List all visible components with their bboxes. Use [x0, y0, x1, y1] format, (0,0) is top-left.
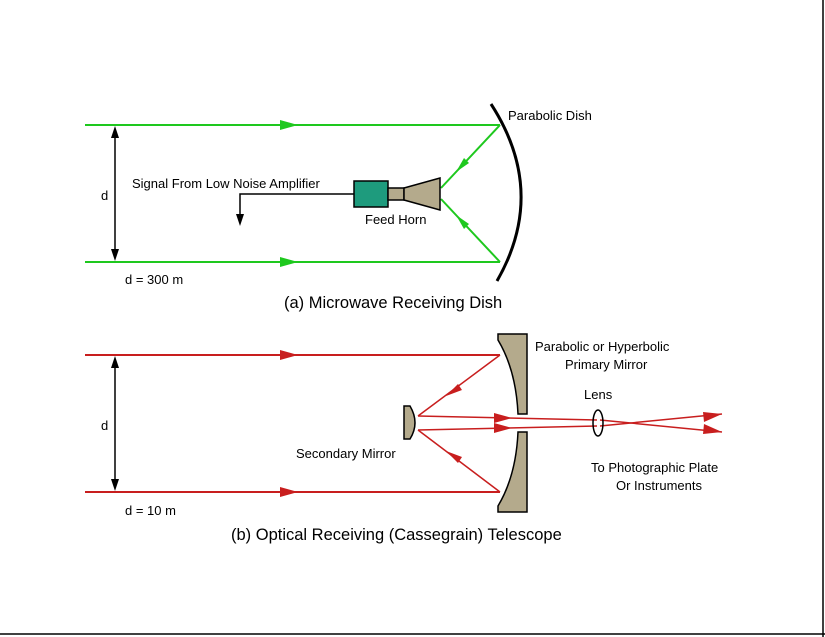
- cassegrain-telescope-diagram: Parabolic or Hyperbolic Primary Mirror L…: [85, 333, 723, 544]
- dimension-arrow-down-b: [111, 479, 119, 491]
- microwave-reflect-arrow-top: [456, 158, 469, 172]
- primary-mirror-upper: [497, 333, 528, 415]
- feed-horn-neck: [387, 187, 405, 201]
- signal-label: Signal From Low Noise Amplifier: [132, 176, 321, 191]
- parabolic-dish-label: Parabolic Dish: [508, 108, 592, 123]
- secondary-mirror: [403, 405, 416, 440]
- dimension-arrow-down-a: [111, 249, 119, 261]
- optical-beam-arrow-upper: [494, 413, 512, 423]
- signal-arrow: [236, 214, 244, 226]
- dimension-label-a: d: [101, 188, 108, 203]
- microwave-reflect-bottom: [440, 198, 501, 263]
- optical-out-2: [599, 413, 723, 427]
- dimension-label-b: d: [101, 418, 108, 433]
- microwave-dish-diagram: Parabolic Dish Signal From Low Noise Amp…: [85, 103, 592, 312]
- signal-cable: [239, 193, 356, 217]
- optical-ray-arrow-top: [280, 350, 298, 360]
- feed-horn: [403, 177, 441, 211]
- parabolic-dish: [489, 103, 523, 282]
- lens-label: Lens: [584, 387, 613, 402]
- dish-size-label: d = 300 m: [125, 272, 183, 287]
- low-noise-amplifier-box: [353, 180, 389, 208]
- dimension-arrow-up-b: [111, 356, 119, 368]
- output-label-line2: Or Instruments: [616, 478, 702, 493]
- microwave-reflect-arrow-bottom: [456, 215, 469, 229]
- microwave-reflect-top: [440, 124, 501, 189]
- caption-b: (b) Optical Receiving (Cassegrain) Teles…: [231, 526, 562, 544]
- telescope-size-label: d = 10 m: [125, 503, 176, 518]
- dimension-arrow-up-a: [111, 126, 119, 138]
- optical-reflect-arrow-top: [446, 384, 462, 396]
- optical-out-arrow-1: [703, 424, 722, 434]
- microwave-ray-arrow-bottom: [280, 257, 298, 267]
- optical-beam-arrow-lower: [494, 423, 512, 433]
- output-label-line1: To Photographic Plate: [591, 460, 718, 475]
- caption-a: (a) Microwave Receiving Dish: [284, 294, 502, 312]
- optical-out-arrow-2: [703, 412, 722, 422]
- secondary-mirror-label: Secondary Mirror: [296, 446, 396, 461]
- primary-mirror-label-line2: Primary Mirror: [565, 357, 648, 372]
- primary-mirror-lower: [497, 431, 528, 513]
- microwave-ray-arrow-top: [280, 120, 298, 130]
- primary-mirror-label-line1: Parabolic or Hyperbolic: [535, 339, 670, 354]
- optical-reflect-arrow-bottom: [446, 451, 462, 463]
- optical-out-1: [599, 419, 723, 433]
- feed-horn-label: Feed Horn: [365, 212, 426, 227]
- optical-ray-arrow-bottom: [280, 487, 298, 497]
- lens: [592, 409, 604, 437]
